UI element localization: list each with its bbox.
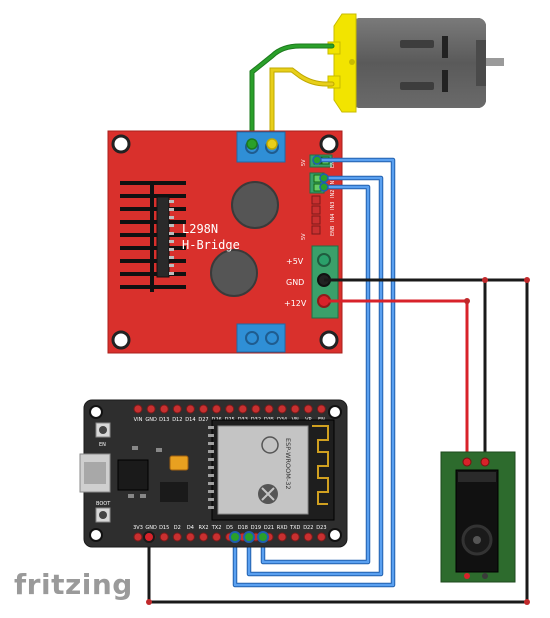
- en-button-label: EN: [99, 442, 106, 448]
- ctrl-pin-2: IN1: [330, 178, 336, 186]
- ctrl-pin-1: ENA: [330, 157, 336, 168]
- esp32-top-pin-label-3: D12: [172, 417, 182, 423]
- esp32-bottom-pin-label-8: D18: [238, 525, 248, 531]
- esp32-bottom-pin-label-0: 3V3: [133, 525, 143, 531]
- esp32-top-pin-8[interactable]: [238, 404, 248, 414]
- esp32-board: VINGNDD13D12D14D27D26D25D33D32D35D34VNVP…: [79, 399, 348, 548]
- ctrl-pin-5: IN4: [330, 214, 336, 222]
- pin-label-5v: +5V: [286, 257, 304, 266]
- esp32-bottom-pin-0[interactable]: [133, 532, 143, 542]
- esp32-bottom-pin-label-12: TXD: [289, 525, 300, 531]
- dc-barrel-jack: [440, 451, 516, 583]
- esp32-bottom-pin-label-4: D4: [187, 525, 194, 531]
- esp32-bottom-pin-label-6: TX2: [211, 525, 222, 531]
- esp32-top-pin-0[interactable]: [133, 404, 143, 414]
- ctrl-pin-7: 5V: [301, 233, 307, 240]
- esp32-bottom-pin-14[interactable]: [316, 532, 326, 542]
- l298n-board: L298N H-Bridge +5V GND +12V: [107, 130, 343, 354]
- motor-wire-yellow: [269, 67, 335, 143]
- esp32-bottom-pin-label-7: D5: [226, 525, 233, 531]
- esp32-top-pin-13[interactable]: [303, 404, 313, 414]
- esp32-top-pin-12[interactable]: [290, 404, 300, 414]
- esp32-top-pin-1[interactable]: [146, 404, 156, 414]
- esp32-top-pin-14[interactable]: [316, 404, 326, 414]
- esp32-bottom-pin-label-9: D19: [251, 525, 261, 531]
- module-label: ESP-WROOM-32: [284, 438, 292, 490]
- esp32-bottom-pin-label-1: GND: [145, 525, 157, 531]
- esp32-bottom-pin-13[interactable]: [303, 532, 313, 542]
- esp32-top-pin-label-5: D27: [198, 417, 208, 423]
- esp32-top-pin-2[interactable]: [159, 404, 169, 414]
- esp32-top-pin-6[interactable]: [212, 404, 222, 414]
- esp32-bottom-pin-12[interactable]: [290, 532, 300, 542]
- esp32-bottom-pin-3[interactable]: [172, 532, 182, 542]
- esp32-bottom-pin-label-2: D15: [159, 525, 169, 531]
- ctrl-pin-4: IN3: [330, 202, 336, 210]
- heatsink: [120, 181, 186, 292]
- esp32-top-pin-label-4: D14: [185, 417, 195, 423]
- esp32-bottom-pin-6[interactable]: [212, 532, 222, 542]
- esp32-top-pin-3[interactable]: [172, 404, 182, 414]
- esp32-bottom-pin-label-13: D22: [303, 525, 313, 531]
- ctrl-pin-3: IN2: [330, 190, 336, 198]
- esp32-top-pin-9[interactable]: [251, 404, 261, 414]
- esp32-top-pin-7[interactable]: [225, 404, 235, 414]
- power-wires: [146, 277, 530, 605]
- esp32-top-pin-label-0: VIN: [134, 417, 143, 423]
- esp32-bottom-pin-11[interactable]: [277, 532, 287, 542]
- esp32-top-pin-5[interactable]: [199, 404, 208, 414]
- pin-label-gnd: GND: [286, 278, 304, 287]
- board-title-line1: L298N: [182, 222, 218, 236]
- esp32-top-pin-label-1: GND: [145, 417, 157, 423]
- esp32-bottom-pin-2[interactable]: [159, 532, 169, 542]
- boot-button-label: BOOT: [96, 501, 111, 507]
- esp32-top-pin-4[interactable]: [185, 404, 195, 414]
- pin-label-12v: +12V: [284, 299, 307, 308]
- esp32-top-pin-label-2: D13: [159, 417, 169, 423]
- esp32-bottom-pin-label-14: D23: [316, 525, 326, 531]
- dc-motor: [327, 13, 504, 113]
- esp32-bottom-pin-5[interactable]: [199, 532, 208, 542]
- capacitor-bottom: [210, 249, 258, 297]
- motor-wire-green: [249, 43, 335, 143]
- esp32-top-pin-11[interactable]: [277, 404, 287, 414]
- esp32-bottom-pin-label-5: RX2: [198, 525, 208, 531]
- capacitor-top: [231, 181, 279, 229]
- esp32-bottom-pin-4[interactable]: [185, 532, 195, 542]
- boot-button[interactable]: [95, 507, 111, 523]
- esp32-bottom-pin-label-11: RXD: [277, 525, 288, 531]
- fritzing-logo: fritzing: [14, 568, 133, 601]
- board-title-line2: H-Bridge: [182, 238, 240, 252]
- en-button[interactable]: [95, 422, 111, 438]
- esp32-bottom-pin-label-3: D2: [174, 525, 181, 531]
- ctrl-pin-6: ENB: [330, 225, 336, 236]
- signal-wires: [232, 157, 396, 588]
- ctrl-pin-0: 5V: [301, 159, 307, 166]
- esp32-top-pin-10[interactable]: [264, 404, 274, 414]
- esp32-bottom-pin-label-10: D21: [264, 525, 274, 531]
